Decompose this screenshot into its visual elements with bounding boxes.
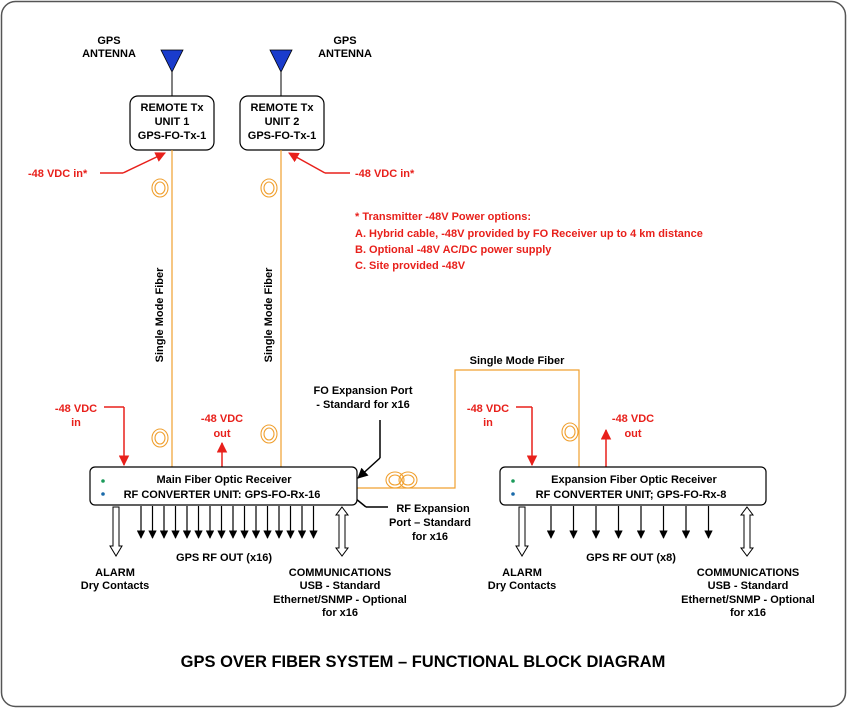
svg-text:for x16: for x16 bbox=[412, 531, 448, 543]
gps-antenna-1: GPS ANTENNA bbox=[82, 35, 184, 96]
tx2-power-arrow bbox=[288, 152, 326, 174]
svg-text:REMOTE Tx: REMOTE Tx bbox=[251, 102, 315, 114]
main-alarm-label: ALARM bbox=[95, 567, 135, 579]
svg-text:UNIT 2: UNIT 2 bbox=[265, 116, 300, 128]
svg-text:RF CONVERTER UNIT: GPS-FO-Rx-1: RF CONVERTER UNIT: GPS-FO-Rx-16 bbox=[124, 489, 321, 501]
svg-text:RF Expansion: RF Expansion bbox=[396, 503, 470, 515]
svg-text:ANTENNA: ANTENNA bbox=[318, 48, 372, 60]
gps-antenna-2: GPS ANTENNA bbox=[269, 35, 372, 96]
remote-tx-unit-2: REMOTE Tx UNIT 2 GPS-FO-Tx-1 bbox=[239, 95, 325, 151]
diagram-title: GPS OVER FIBER SYSTEM – FUNCTIONAL BLOCK… bbox=[181, 653, 666, 671]
svg-text:USB - Standard: USB - Standard bbox=[708, 580, 789, 592]
svg-text:in: in bbox=[483, 417, 493, 429]
exp-power-in-label: -48 VDC bbox=[467, 403, 509, 415]
svg-text:C. Site provided -48V: C. Site provided -48V bbox=[355, 260, 466, 272]
status-led-blue bbox=[511, 492, 515, 496]
main-alarm-arrow bbox=[109, 506, 123, 557]
expansion-fiber-label: Single Mode Fiber bbox=[470, 355, 565, 367]
svg-text:A. Hybrid cable, -48V provided: A. Hybrid cable, -48V provided by FO Rec… bbox=[355, 228, 703, 240]
svg-text:REMOTE Tx: REMOTE Tx bbox=[141, 102, 205, 114]
exp-rf-out-label: GPS RF OUT (x8) bbox=[586, 552, 676, 564]
fiber-label-1: Single Mode Fiber bbox=[154, 267, 166, 362]
tx1-power-arrow bbox=[122, 152, 166, 174]
exp-alarm-arrow bbox=[515, 506, 529, 557]
power-options-note: * Transmitter -48V Power options: A. Hyb… bbox=[355, 211, 703, 272]
svg-text:out: out bbox=[624, 428, 641, 440]
svg-text:B. Optional -48V AC/DC power s: B. Optional -48V AC/DC power supply bbox=[355, 244, 552, 256]
svg-text:UNIT 1: UNIT 1 bbox=[155, 116, 190, 128]
main-power-out-label: -48 VDC bbox=[201, 413, 243, 425]
svg-text:Ethernet/SNMP - Optional: Ethernet/SNMP - Optional bbox=[681, 594, 815, 606]
main-rf-out-ports bbox=[136, 506, 318, 539]
exp-comms-arrow bbox=[740, 506, 754, 557]
status-led-blue bbox=[101, 492, 105, 496]
svg-text:RF CONVERTER UNIT; GPS-FO-Rx-8: RF CONVERTER UNIT; GPS-FO-Rx-8 bbox=[536, 489, 727, 501]
status-led-green bbox=[101, 479, 105, 483]
svg-text:for x16: for x16 bbox=[730, 607, 766, 619]
fo-port-label-1: FO Expansion Port bbox=[313, 385, 412, 397]
svg-text:in: in bbox=[71, 417, 81, 429]
svg-text:out: out bbox=[213, 428, 230, 440]
main-power-in-label: -48 VDC bbox=[55, 403, 97, 415]
svg-text:GPS-FO-Tx-1: GPS-FO-Tx-1 bbox=[248, 130, 316, 142]
svg-text:Main Fiber Optic Receiver: Main Fiber Optic Receiver bbox=[156, 474, 292, 486]
antenna-icon bbox=[269, 49, 293, 73]
svg-text:USB - Standard: USB - Standard bbox=[300, 580, 381, 592]
fo-port-arrow bbox=[357, 457, 381, 479]
expansion-receiver: Expansion Fiber Optic Receiver RF CONVER… bbox=[499, 466, 767, 506]
expansion-rf-out-ports bbox=[546, 506, 713, 539]
remote-tx-unit-1: REMOTE Tx UNIT 1 GPS-FO-Tx-1 bbox=[129, 95, 215, 151]
svg-text:Dry Contacts: Dry Contacts bbox=[81, 580, 149, 592]
svg-text:* Transmitter -48V Power optio: * Transmitter -48V Power options: bbox=[355, 211, 531, 223]
exp-power-out-label: -48 VDC bbox=[612, 413, 654, 425]
main-comms-label: COMMUNICATIONS bbox=[289, 567, 391, 579]
svg-text:Expansion Fiber Optic Receiver: Expansion Fiber Optic Receiver bbox=[551, 474, 717, 486]
svg-text:Dry Contacts: Dry Contacts bbox=[488, 580, 556, 592]
status-led-green bbox=[511, 479, 515, 483]
main-receiver: Main Fiber Optic Receiver RF CONVERTER U… bbox=[89, 466, 358, 506]
tx2-power-label: -48 VDC in* bbox=[355, 168, 415, 180]
expansion-fiber-link bbox=[357, 369, 580, 489]
fiber-label-2: Single Mode Fiber bbox=[263, 267, 275, 362]
main-rf-out-label: GPS RF OUT (x16) bbox=[176, 552, 272, 564]
svg-text:GPS-FO-Tx-1: GPS-FO-Tx-1 bbox=[138, 130, 206, 142]
svg-text:Ethernet/SNMP - Optional: Ethernet/SNMP - Optional bbox=[273, 594, 407, 606]
antenna-icon bbox=[160, 49, 184, 73]
svg-text:Port – Standard: Port – Standard bbox=[389, 517, 471, 529]
svg-text:for x16: for x16 bbox=[322, 607, 358, 619]
exp-comms-label: COMMUNICATIONS bbox=[697, 567, 799, 579]
exp-alarm-label: ALARM bbox=[502, 567, 542, 579]
svg-text:GPS: GPS bbox=[333, 35, 356, 47]
tx1-power-label: -48 VDC in* bbox=[28, 168, 88, 180]
fo-port-label-2: - Standard for x16 bbox=[316, 399, 410, 411]
svg-text:GPS: GPS bbox=[97, 35, 120, 47]
main-comms-arrow bbox=[335, 506, 349, 557]
svg-text:ANTENNA: ANTENNA bbox=[82, 48, 136, 60]
